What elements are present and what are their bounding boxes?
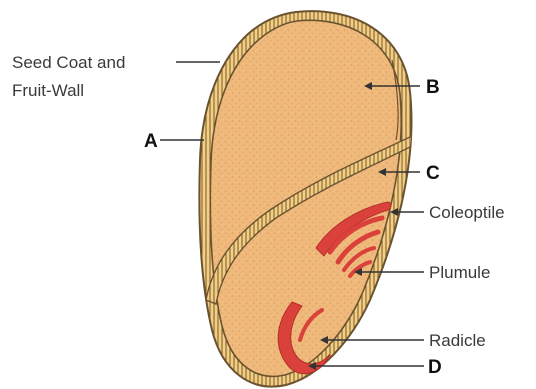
letter-c: C (426, 163, 440, 184)
letter-a: A (144, 131, 158, 152)
label-coleoptile: Coleoptile (429, 203, 505, 222)
label-radicle: Radicle (429, 331, 486, 350)
label-plumule: Plumule (429, 263, 490, 282)
label-seed-coat-line1: Seed Coat and (12, 53, 125, 72)
label-seed-coat-line2: Fruit-Wall (12, 81, 84, 100)
letter-b: B (426, 77, 440, 98)
letter-d: D (428, 357, 442, 378)
